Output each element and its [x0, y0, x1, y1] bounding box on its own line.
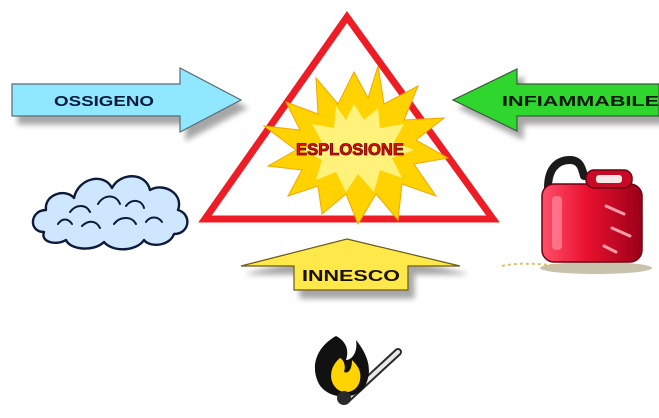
match-head	[337, 391, 351, 405]
fuel-arrow-shape	[451, 68, 659, 132]
cloud-icon	[31, 175, 189, 251]
oxygen-arrow-shape	[11, 67, 243, 133]
fire-triangle	[198, 10, 500, 223]
flame-inner	[331, 358, 361, 393]
burst-inner	[302, 104, 414, 192]
match-flame-icon	[314, 336, 402, 405]
gas-can-shadow	[540, 262, 652, 274]
gas-spill	[501, 262, 561, 267]
triangle-outline	[198, 10, 500, 223]
ignition-arrow-shape	[240, 238, 461, 291]
explosion-label: ESPLOSIONE	[296, 140, 404, 159]
ignition-arrow	[240, 238, 461, 291]
cloud-shape	[31, 175, 189, 251]
oxygen-arrow	[11, 67, 243, 133]
cloud-details	[57, 195, 163, 229]
gas-can-icon	[501, 155, 652, 274]
gas-can-spout	[544, 155, 588, 192]
ignition-label: INNESCO	[302, 268, 400, 285]
oxygen-label: OSSIGENO	[54, 93, 154, 110]
explosion-burst: ESPLOSIONE	[262, 65, 450, 226]
fuel-arrow	[451, 68, 659, 132]
fuel-label: INFIAMMABILE	[502, 93, 659, 110]
